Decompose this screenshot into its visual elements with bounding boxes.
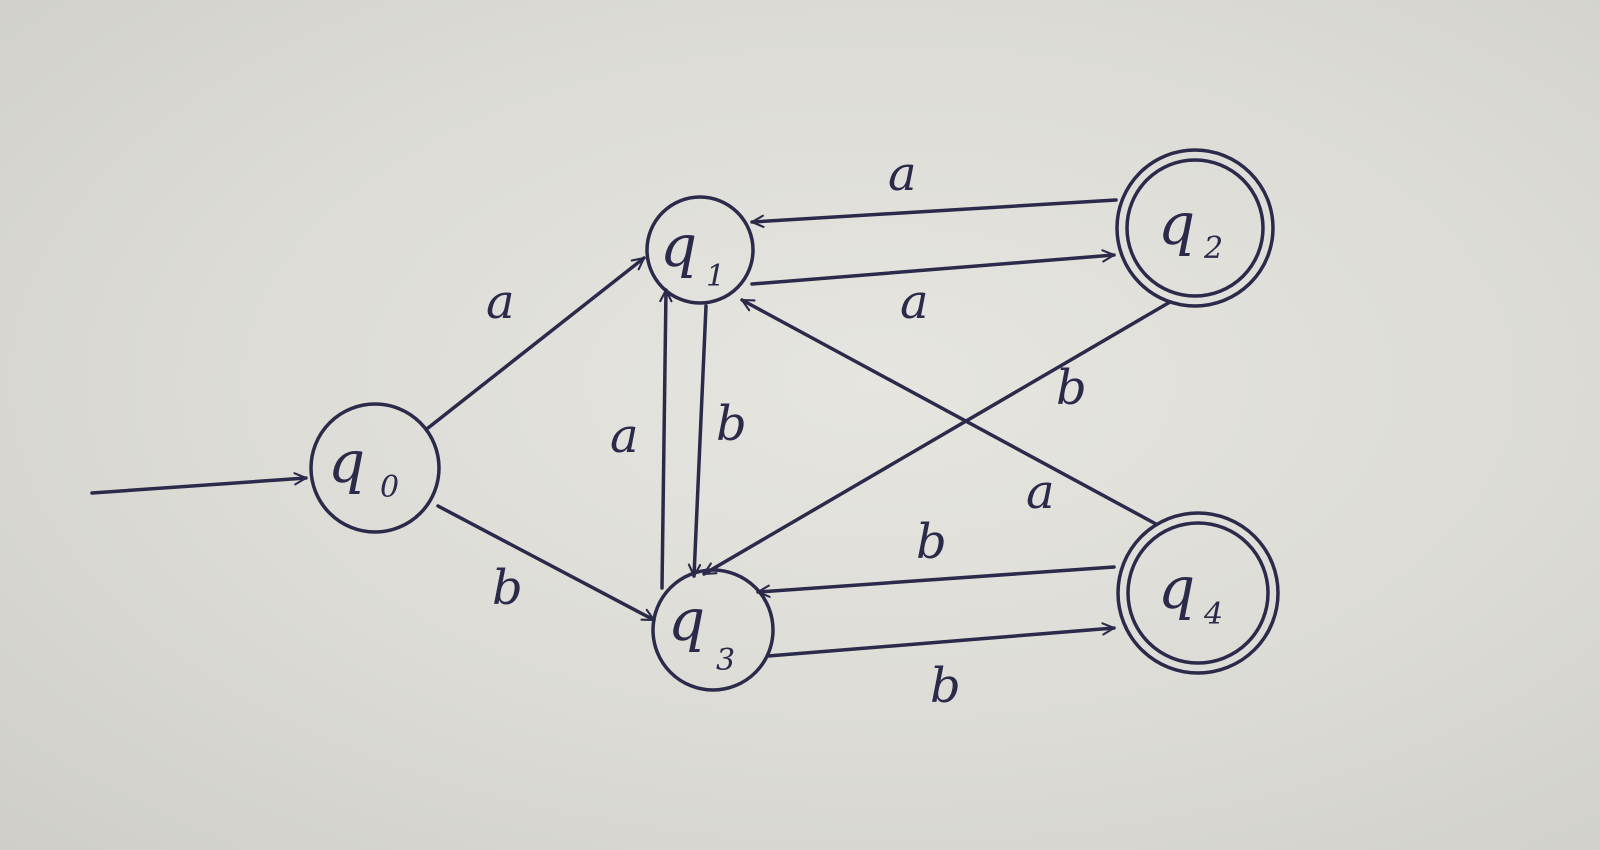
edge-q3-q4	[766, 622, 1116, 658]
edge-q1-q3	[687, 304, 708, 578]
state-q2: q 2	[1115, 148, 1275, 308]
state-q4: q 4	[1116, 511, 1280, 675]
state-q4-sub: 4	[1203, 597, 1223, 632]
state-q2-letter: q	[1158, 190, 1195, 258]
state-q1-sub: 1	[706, 259, 725, 294]
edge-q0-q1	[426, 256, 646, 430]
state-q3-circle	[651, 568, 775, 692]
state-q3: q 3	[651, 568, 775, 692]
edge-label-q0-q3: b	[492, 560, 523, 616]
edge-label-q1-q3: b	[716, 396, 747, 452]
edge-q3-q1	[659, 288, 673, 590]
edge-q4-q1	[740, 298, 1158, 526]
state-q1-letter: q	[660, 212, 697, 280]
edge-label-q3-q4: b	[930, 658, 961, 714]
state-q1: q 1	[645, 195, 755, 305]
edge-label-q2-q3: b	[1056, 360, 1087, 416]
state-q3-sub: 3	[716, 643, 735, 678]
edge-label-q4-q3: b	[916, 514, 947, 570]
state-q1-circle	[645, 195, 755, 305]
state-q0-sub: 0	[380, 470, 399, 505]
state-q4-circle	[1126, 521, 1270, 665]
edge-q2-q1	[750, 198, 1118, 228]
state-q3-letter: q	[668, 586, 705, 654]
edge-label-q2-q1: a	[888, 146, 917, 202]
edge-label-q3-q1: a	[610, 408, 639, 464]
start-arrow	[90, 472, 308, 495]
state-q0-letter: q	[328, 428, 365, 496]
edge-q4-q3	[756, 565, 1116, 598]
edge-label-q4-q1: a	[1026, 464, 1055, 520]
state-q2-sub: 2	[1203, 231, 1223, 266]
state-q4-letter: q	[1158, 554, 1195, 622]
state-q2-circle	[1125, 158, 1265, 298]
edge-label-q0-q1: a	[486, 274, 515, 330]
state-q0: q 0	[309, 402, 441, 534]
edge-q1-q2	[750, 249, 1116, 286]
state-q4-outer-ring	[1116, 511, 1280, 675]
state-q2-outer-ring	[1115, 148, 1275, 308]
edge-label-q1-q2: a	[900, 274, 929, 330]
edge-q0-q3	[436, 504, 656, 622]
state-q0-circle	[309, 402, 441, 534]
edge-q2-q3	[702, 300, 1172, 576]
